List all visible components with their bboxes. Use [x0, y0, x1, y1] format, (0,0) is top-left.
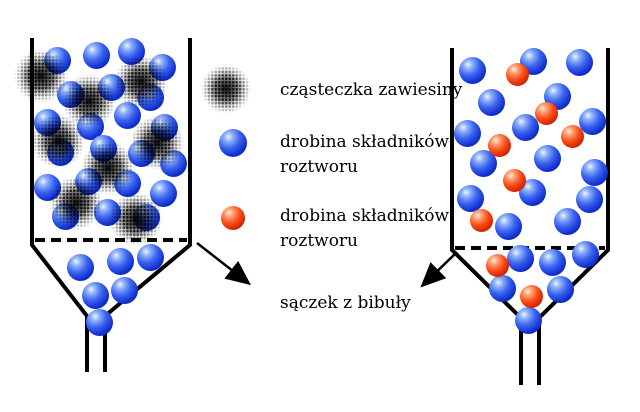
suspension-label: cząsteczka zawiesiny [280, 80, 463, 100]
blue-solute-particle [546, 275, 574, 303]
blue-solute-swatch [219, 129, 247, 157]
blue-solute-particle [477, 88, 505, 116]
blue-solute-particle [106, 247, 134, 275]
blue-solute-particle [580, 158, 608, 186]
blue-solute-particle [136, 243, 164, 271]
suspension-particle [108, 191, 164, 247]
blue-solute-particle [538, 248, 566, 276]
red-solute-particle [519, 284, 543, 308]
red-solute-particle [487, 133, 511, 157]
blue-solute-particle [511, 113, 539, 141]
blue-solute-particle [66, 253, 94, 281]
blue-solute-particle [85, 308, 113, 336]
left-funnel-outline [103, 38, 192, 372]
red-solute-particle [502, 168, 526, 192]
right-funnel-outline [537, 48, 610, 385]
right-pointer-arrow [420, 251, 458, 288]
red-solute-swatch [221, 206, 245, 230]
blue-solute-particle [553, 207, 581, 235]
suspension-particle [48, 175, 104, 231]
red-solute-particle [534, 101, 558, 125]
blue-solute-particle [82, 41, 110, 69]
filter-paper-label: sączek z bibuły [280, 293, 411, 313]
blue-solute-particle [110, 276, 138, 304]
blue-solute-particle [571, 240, 599, 268]
red-solute-label-line2: roztworu [280, 231, 359, 251]
blue-solute-particle [565, 48, 593, 76]
blue-solute-particle [453, 119, 481, 147]
red-solute-particle [505, 62, 529, 86]
blue-solute-particle [514, 306, 542, 334]
blue-solute-particle [575, 185, 603, 213]
blue-solute-particle [506, 244, 534, 272]
red-solute-particle [469, 208, 493, 232]
blue-solute-particle [458, 56, 486, 84]
blue-solute-particle [81, 281, 109, 309]
suspension-particle [30, 113, 86, 169]
left-pointer-arrow [196, 242, 251, 286]
blue-solute-particle [494, 212, 522, 240]
red-solute-particle [485, 253, 509, 277]
red-solute-label-line1: drobina składników [280, 206, 450, 226]
blue-solute-label-line2: roztworu [280, 157, 359, 177]
blue-solute-particle [578, 107, 606, 135]
right-funnel-outline [450, 48, 523, 385]
suspension-particle [129, 115, 185, 171]
suspension-particle [113, 54, 169, 110]
blue-solute-label-line1: drobina składników [280, 132, 450, 152]
blue-solute-particle [533, 144, 561, 172]
suspension-swatch [200, 63, 252, 115]
red-solute-particle [560, 124, 584, 148]
suspension-particle [13, 48, 69, 104]
blue-solute-particle [456, 184, 484, 212]
blue-solute-particle [488, 274, 516, 302]
